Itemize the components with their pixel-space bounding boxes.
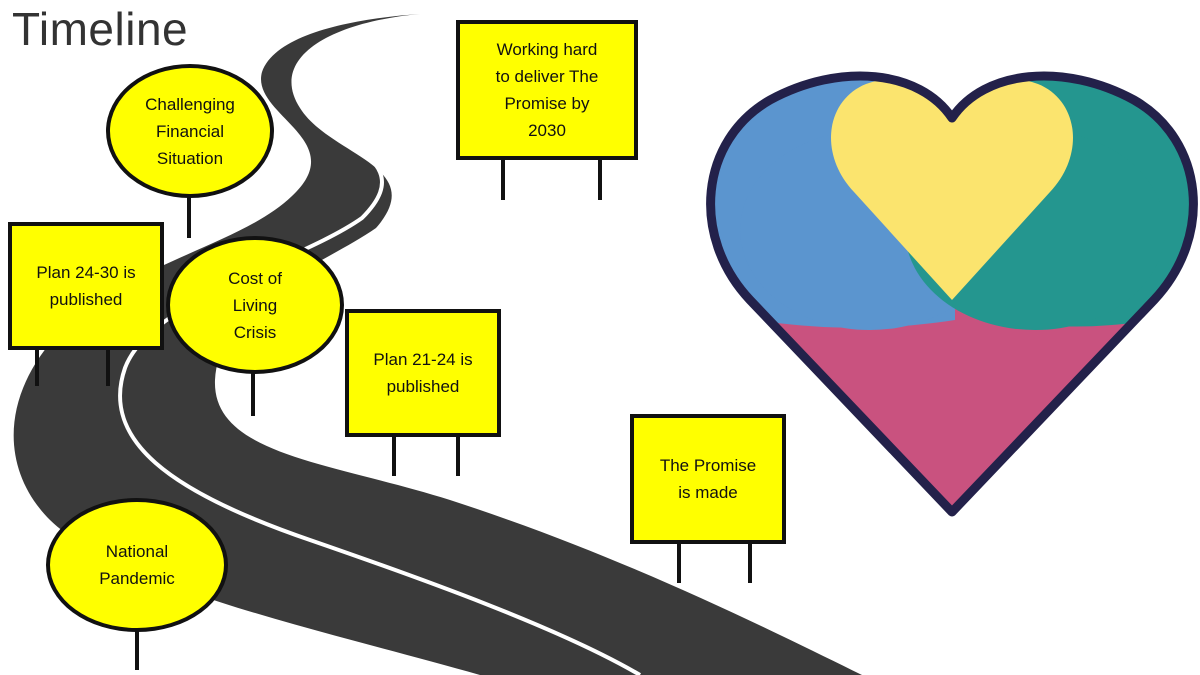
sign-promise-made-label: The Promise is made [660, 452, 756, 506]
sign-plan-21-24: Plan 21-24 is published [345, 309, 501, 437]
sign-national-pandemic-label: National Pandemic [99, 538, 175, 592]
sign-challenging-financial: Challenging Financial Situation [106, 64, 274, 198]
sign-working-hard: Working hard to deliver The Promise by 2… [456, 20, 638, 160]
sign-working-hard-label: Working hard to deliver The Promise by 2… [496, 36, 599, 144]
sign-plan-24-30-label: Plan 24-30 is published [36, 259, 135, 313]
sign-cost-of-living: Cost of Living Crisis [166, 236, 344, 374]
sign-national-pandemic: National Pandemic [46, 498, 228, 632]
sign-plan-21-24-label: Plan 21-24 is published [373, 346, 472, 400]
sign-challenging-financial-label: Challenging Financial Situation [145, 91, 235, 172]
sign-cost-of-living-label: Cost of Living Crisis [228, 265, 282, 346]
sign-plan-24-30: Plan 24-30 is published [8, 222, 164, 350]
sign-promise-made: The Promise is made [630, 414, 786, 544]
